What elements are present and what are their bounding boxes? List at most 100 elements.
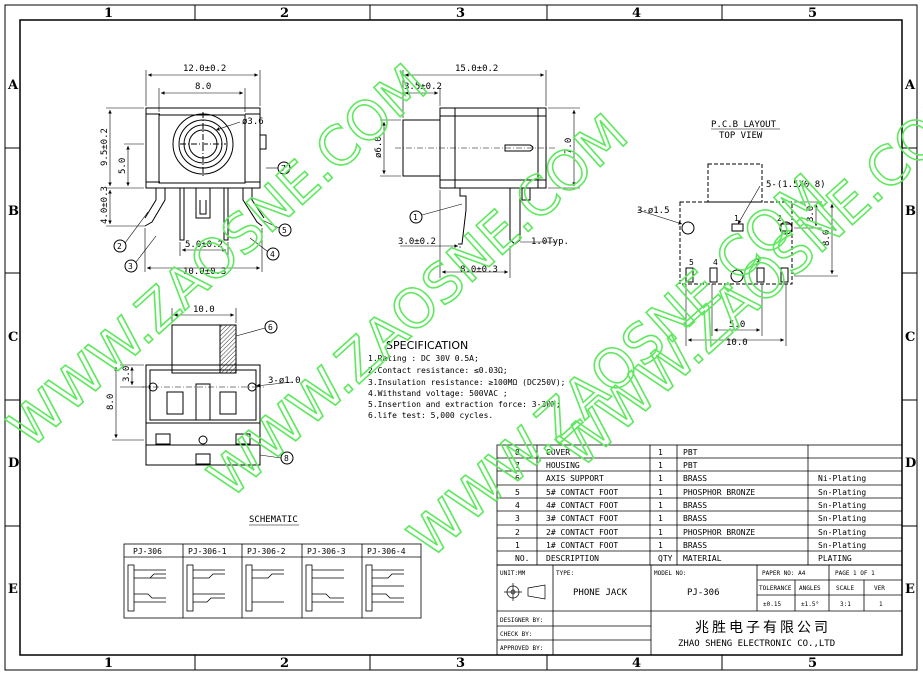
- bom-header-cell: QTY: [658, 554, 673, 563]
- side-view-dims: [380, 70, 580, 278]
- bom-cell: HOUSING: [546, 461, 580, 470]
- bom-header-cell: PLATING: [818, 554, 852, 563]
- bom-cell: 1: [658, 541, 663, 550]
- pcb-pin-label: 3: [755, 258, 760, 267]
- top-dim-holes: 3-ø1.0: [268, 376, 301, 386]
- row-label-left-E: E: [8, 582, 18, 597]
- balloon-3: 3: [124, 235, 157, 273]
- top-view: [142, 324, 264, 466]
- bom-cell: 1: [658, 448, 663, 457]
- schematic-model: PJ-306-3: [307, 547, 346, 556]
- bom-cell: Sn-Plating: [818, 501, 866, 510]
- side-view-dim-text: 15.0±0.2 3.5±0.2 ø6.0 7.0 3.0±0.2 1.0Typ…: [374, 64, 574, 275]
- dim-foot-offset: 3.0±0.2: [398, 237, 436, 247]
- balloon-5: 5: [261, 219, 292, 237]
- tb-ang: ±1.5°: [801, 601, 819, 608]
- schematic: SCHEMATIC PJ-306 PJ-306-1 PJ-306-2 PJ-30…: [123, 515, 422, 619]
- row-label-right-E: E: [905, 582, 915, 597]
- balloon-2: 2: [113, 211, 149, 253]
- row-label-right-A: A: [904, 78, 916, 93]
- pcb-dim-pitch-y: 3.0: [806, 206, 816, 222]
- spec-line: 2.Contact resistance: ≤0.03Ω;: [368, 366, 508, 375]
- dim-overall-width: 12.0±0.2: [183, 64, 226, 74]
- dim-height: 9.5±0.2: [100, 128, 110, 166]
- col-label-bottom-3: 3: [456, 656, 465, 671]
- svg-text:7: 7: [281, 164, 286, 173]
- bom-cell: BRASS: [683, 501, 707, 510]
- col-label-top-3: 3: [456, 6, 465, 21]
- row-label-left-B: B: [8, 204, 19, 219]
- title-block-text: UNIT:MM TYPE: PHONE JACK MODEL NO: PJ-30…: [500, 570, 885, 652]
- bom-cell: PHOSPHOR BRONZE: [683, 488, 755, 497]
- dim-front: 3.5±0.2: [404, 82, 442, 92]
- bom-cell: 1: [658, 528, 663, 537]
- row-label-right-C: C: [905, 330, 915, 345]
- bom-cell: 7: [515, 461, 520, 470]
- front-view-balloons: 7 2 3 4 5: [113, 161, 292, 273]
- pcb-layout: P.C.B LAYOUT TOP VIEW 1 2 5 4 3: [637, 120, 838, 348]
- svg-text:1: 1: [413, 213, 418, 222]
- svg-text:8: 8: [284, 454, 289, 463]
- schematic-model: PJ-306: [133, 547, 162, 556]
- spec-line: 6.life test: 5,000 cycles.: [368, 411, 493, 420]
- tb-unit: UNIT:MM: [500, 570, 526, 577]
- front-view-dim-text: 12.0±0.2 8.0 9.5±0.2 5.0 ø3.6 4.0±0.3 5.…: [100, 64, 264, 277]
- bom-cell: 1# CONTACT FOOT: [546, 541, 618, 550]
- tb-company-cn: 兆胜电子有限公司: [695, 620, 831, 636]
- bom-cell: Ni-Plating: [818, 474, 866, 483]
- tb-approved: APPROVED BY:: [500, 645, 543, 652]
- top-view-balloons: 6 8: [235, 320, 294, 465]
- pcb-dim-width: 10.0: [726, 338, 748, 348]
- specification: SPECIFICATION 1.Rating : DC 30V 0.5A; 2.…: [368, 339, 565, 420]
- bom-cell: PHOSPHOR BRONZE: [683, 528, 755, 537]
- dim-inner-width: 8.0: [195, 82, 211, 92]
- row-label-left-A: A: [7, 78, 19, 93]
- bom-cell: 1: [515, 541, 520, 550]
- col-label-top-5: 5: [808, 6, 817, 21]
- tb-type-label: TYPE:: [556, 570, 574, 577]
- row-label-right-D: D: [905, 456, 916, 471]
- pcb-dim-pitch-x: 5.0: [729, 320, 745, 330]
- grid-labels: 1 2 3 4 5 1 2 3 4 5 A B C D E A B C D E: [7, 6, 916, 671]
- spec-line: 5.Insertion and extraction force: 3-30N;: [368, 400, 561, 409]
- top-dim-y2: 8.0: [106, 394, 116, 410]
- spec-title: SPECIFICATION: [386, 339, 468, 352]
- dim-diameter: ø6.0: [374, 136, 384, 158]
- bom-cell: 1: [658, 501, 663, 510]
- tb-tol-label: TOLERANCE: [759, 585, 792, 592]
- bom-cell: 5: [515, 488, 520, 497]
- spec-line: 3.Insulation resistance: ≥100MΩ (DC250V)…: [368, 378, 565, 387]
- bom-cell: PBT: [683, 448, 698, 457]
- spec-line: 4.Withstand voltage: 500VAC ;: [368, 389, 508, 398]
- side-view: [395, 107, 556, 245]
- bom-cell: 3: [515, 514, 520, 523]
- bom-header-cell: MATERIAL: [683, 554, 722, 563]
- tb-ver: 1: [879, 601, 883, 608]
- schematic-model: PJ-306-4: [367, 547, 406, 556]
- col-label-top-4: 4: [632, 6, 641, 21]
- bom-cell: COVER: [546, 448, 570, 457]
- bom-header-cell: DESCRIPTION: [546, 554, 599, 563]
- dim-side-height: 7.0: [564, 138, 574, 154]
- bom-cell: AXIS SUPPORT: [546, 474, 604, 483]
- col-label-top-1: 1: [104, 6, 113, 21]
- tb-ver-label: VER: [874, 585, 885, 592]
- tb-type: PHONE JACK: [573, 588, 628, 598]
- tb-model-label: MODEL NO:: [654, 570, 687, 577]
- bom-header-cell: NO.: [515, 554, 529, 563]
- balloon-1: 1: [409, 203, 463, 224]
- bom-cell: Sn-Plating: [818, 528, 866, 537]
- title-block: [496, 564, 903, 656]
- balloon-4: 4: [249, 237, 280, 261]
- bom-cell: Sn-Plating: [818, 541, 866, 550]
- bom-cell: 5# CONTACT FOOT: [546, 488, 618, 497]
- top-view-dims: [112, 308, 293, 441]
- bom-cell: 1: [658, 514, 663, 523]
- dim-sub-height: 5.0: [118, 158, 128, 174]
- bom-cell: Sn-Plating: [818, 514, 866, 523]
- bom-cell: BRASS: [683, 514, 707, 523]
- row-label-left-D: D: [8, 456, 19, 471]
- dim-leg-height: 4.0±0.3: [100, 186, 110, 224]
- dim-side-foot-span: 8.0±0.3: [460, 265, 498, 275]
